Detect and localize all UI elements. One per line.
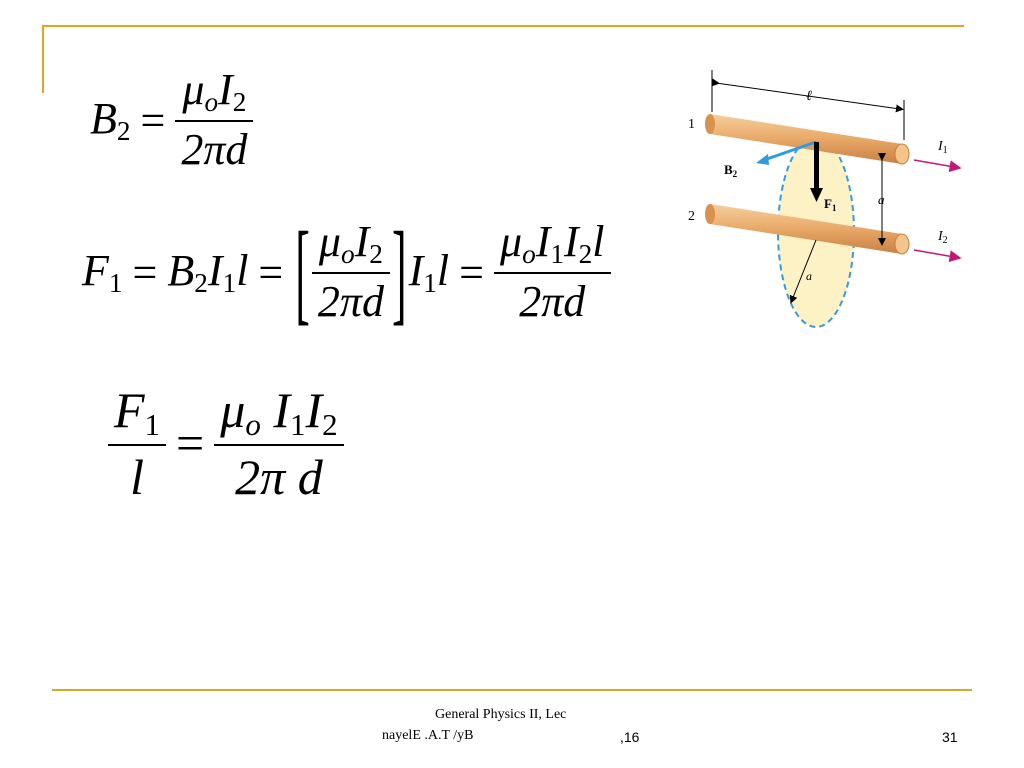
- equals-sign: =: [140, 95, 166, 145]
- b2-lhs: B2: [90, 94, 131, 146]
- open-bracket: [: [295, 208, 310, 336]
- field-b2-label: B2: [724, 162, 738, 179]
- footer-author: nayelE .A.T /yB: [382, 728, 474, 743]
- length-label: ℓ: [806, 89, 812, 104]
- separation-label: a: [878, 192, 885, 207]
- wire-1-label: 1: [688, 117, 695, 132]
- current-2-label: I2: [937, 229, 948, 246]
- force-f1-arrow: [814, 142, 819, 190]
- equals-sign: =: [459, 247, 484, 297]
- top-frame-line: [42, 25, 964, 27]
- current-2-arrow: [913, 249, 962, 263]
- equals-sign: =: [176, 415, 205, 472]
- equation-f1: F1 = B2I1l = [ μoI2 2πd ] I1l = μoI1I2l …: [82, 208, 611, 336]
- current-1-label: I1: [937, 139, 948, 156]
- bracket-fraction: μoI2 2πd: [311, 220, 390, 324]
- wire-2: [705, 204, 910, 255]
- f1-term-b2i1l: B2I1l: [167, 246, 249, 298]
- wire-1: [705, 114, 910, 165]
- equals-sign: =: [258, 247, 284, 297]
- radius-label: a: [806, 269, 812, 283]
- parallel-wires-figure: ℓ 1 2 I1 I2 a B2 F1 a: [688, 70, 962, 328]
- footer-course: General Physics II, Lec: [435, 707, 567, 722]
- equation-force-per-length: F1 l = μo I1I2 2π d: [108, 385, 344, 502]
- equation-b2: B2 = μoI2 2πd: [90, 68, 254, 172]
- f1-term-i1l: I1l: [408, 246, 450, 298]
- equals-sign: =: [132, 247, 158, 297]
- force-per-length-result: μo I1I2 2π d: [214, 385, 344, 502]
- force-f1-arrowhead: [810, 188, 823, 202]
- left-frame-line: [42, 25, 44, 93]
- b2-fraction: μoI2 2πd: [175, 68, 254, 172]
- radius-arrow: [789, 239, 817, 304]
- field-b2-arrow: [763, 140, 817, 162]
- footer-date: ,16: [620, 729, 640, 745]
- wire-2-label: 2: [688, 209, 695, 224]
- force-per-length-fraction: F1 l: [108, 385, 167, 502]
- current-1-arrow: [913, 159, 962, 173]
- page-number: 31: [942, 729, 958, 745]
- force-f1-label: F1: [824, 196, 837, 213]
- field-b2-arrowhead: [756, 154, 769, 165]
- f1-result-fraction: μoI1I2l 2πd: [493, 220, 611, 324]
- length-arrow: [711, 78, 904, 113]
- footer-divider: [52, 689, 972, 691]
- f1-lhs: F1: [82, 246, 123, 298]
- close-bracket: ]: [391, 208, 407, 336]
